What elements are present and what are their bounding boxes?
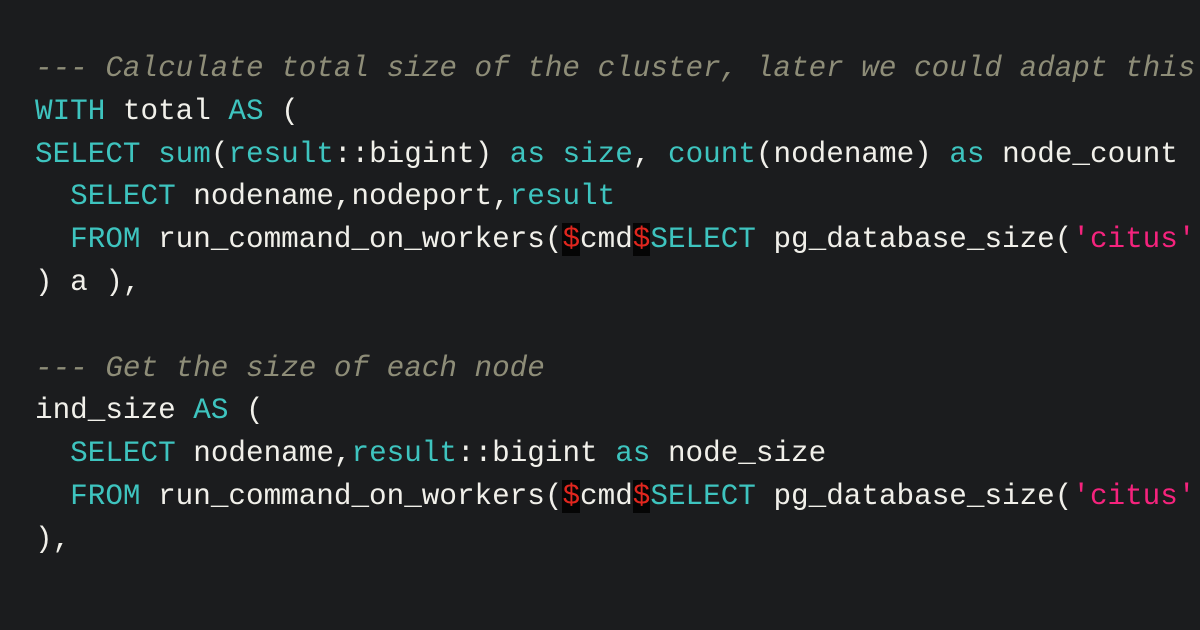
identifier-token: ::bigint) — [333, 137, 510, 171]
keyword-token: result — [509, 180, 616, 214]
identifier-token: cmd — [580, 223, 633, 257]
keyword-token: SELECT — [70, 180, 176, 214]
error-token: $ — [632, 223, 651, 257]
code-line: ind_size AS ( — [35, 390, 1195, 433]
identifier-token: , — [632, 137, 669, 171]
string-token: 'citus' — [1072, 479, 1196, 513]
keyword-token: AS — [228, 94, 264, 128]
code-line: SELECT nodename,result::bigint as node_s… — [35, 433, 1195, 476]
keyword-token: as — [615, 437, 651, 471]
identifier-token: pg_database_size( — [755, 223, 1073, 257]
identifier-token: ), — [35, 522, 71, 556]
keyword-token: WITH — [35, 94, 106, 128]
identifier-token — [545, 138, 563, 171]
identifier-token: nodename, — [175, 437, 352, 471]
identifier-token: run_command_on_workers( — [140, 479, 563, 513]
identifier-token: node_size — [650, 437, 827, 471]
identifier-token — [35, 180, 70, 213]
code-editor[interactable]: --- Calculate total size of the cluster,… — [35, 48, 1195, 562]
code-line: ) a ), — [35, 262, 1195, 305]
identifier-token: cmd — [580, 479, 633, 513]
string-token: 'citus' — [1072, 223, 1196, 257]
identifier-token: total — [105, 94, 229, 128]
identifier-token — [141, 138, 159, 171]
identifier-token: (nodename) — [755, 137, 950, 171]
keyword-token: SELECT — [70, 437, 176, 471]
code-line: SELECT nodename,nodeport,result — [35, 176, 1195, 219]
keyword-token: AS — [193, 394, 229, 428]
comment-token: --- Get the size of each node — [35, 351, 545, 385]
keyword-token: SELECT — [650, 479, 756, 513]
code-line: FROM run_command_on_workers($cmd$SELECT … — [35, 476, 1195, 519]
error-token: $ — [632, 479, 651, 513]
identifier-token: ::bigint — [456, 437, 616, 471]
keyword-token: result — [351, 437, 457, 471]
keyword-token: count — [668, 137, 756, 171]
keyword-token: SELECT — [35, 137, 141, 171]
identifier-token: ( — [210, 137, 229, 171]
keyword-token: SELECT — [650, 223, 756, 257]
identifier-token — [35, 480, 70, 513]
code-line — [35, 305, 1195, 348]
identifier-token: ( — [228, 394, 264, 428]
keyword-token: as — [509, 137, 545, 171]
error-token: $ — [562, 479, 581, 513]
keyword-token: result — [228, 137, 334, 171]
identifier-token: ind_size — [35, 394, 194, 428]
error-token: $ — [562, 223, 581, 257]
keyword-token: FROM — [70, 479, 141, 513]
identifier-token: ( — [263, 94, 299, 128]
code-line: FROM run_command_on_workers($cmd$SELECT … — [35, 219, 1195, 262]
code-line: --- Calculate total size of the cluster,… — [35, 48, 1195, 91]
code-line: --- Get the size of each node — [35, 348, 1195, 391]
keyword-token: as — [949, 137, 985, 171]
code-line: ), — [35, 519, 1195, 562]
identifier-token: node_count — [984, 137, 1178, 171]
keyword-token: sum — [158, 137, 211, 171]
code-line: SELECT sum(result::bigint) as size, coun… — [35, 134, 1195, 177]
code-line: WITH total AS ( — [35, 91, 1195, 134]
identifier-token: nodename,nodeport, — [175, 180, 510, 214]
keyword-token: size — [562, 137, 633, 171]
keyword-token: FROM — [70, 223, 141, 257]
identifier-token — [35, 437, 70, 470]
identifier-token: run_command_on_workers( — [140, 223, 563, 257]
comment-token: --- Calculate total size of the cluster,… — [35, 52, 1196, 85]
identifier-token: ) a ), — [35, 265, 141, 299]
identifier-token — [35, 223, 70, 256]
identifier-token: pg_database_size( — [755, 479, 1073, 513]
